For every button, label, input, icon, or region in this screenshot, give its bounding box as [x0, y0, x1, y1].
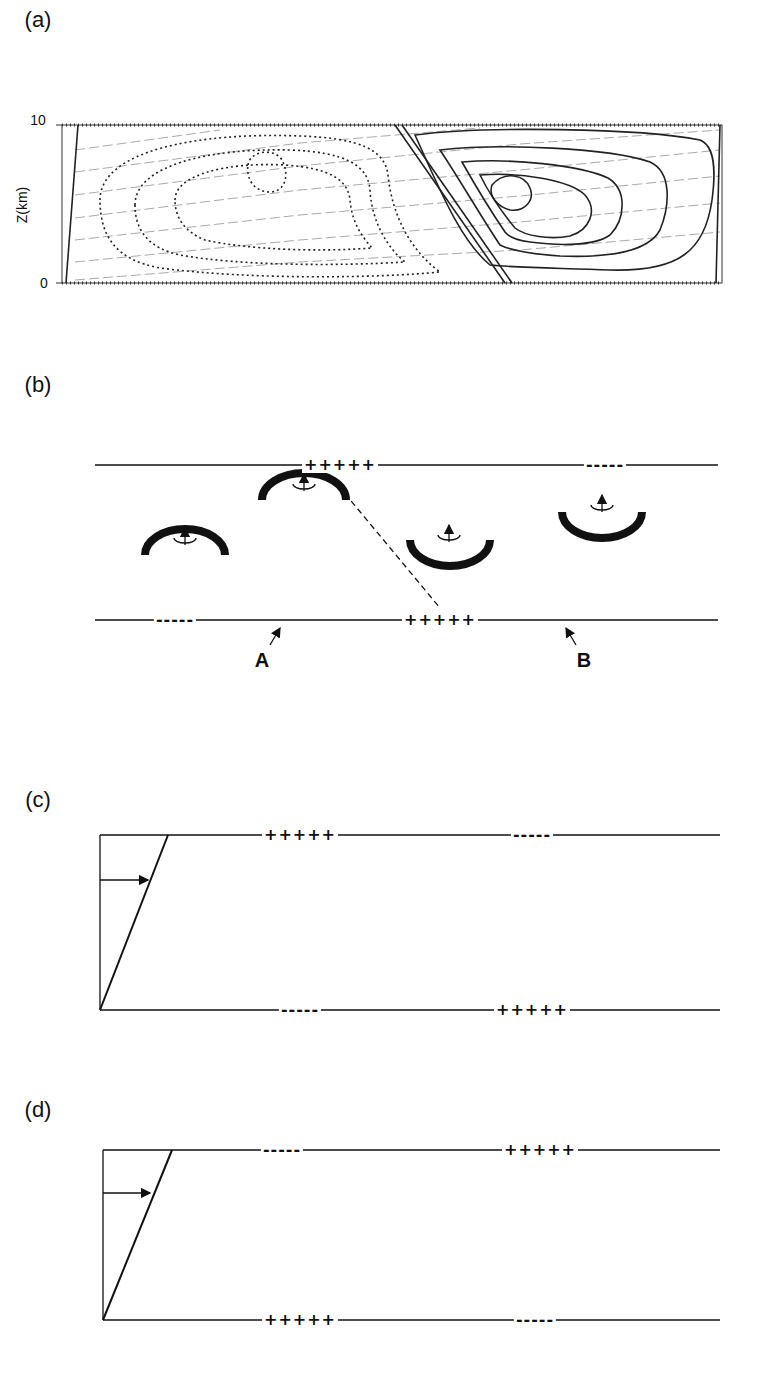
panel-letter: (d) — [25, 1099, 52, 1121]
panel-letter: (c) — [25, 789, 51, 811]
positive-anomaly: +++++ — [262, 827, 338, 843]
point-label: B — [577, 650, 591, 670]
positive-anomaly: +++++ — [494, 1002, 570, 1018]
negative-anomaly: ----- — [514, 1312, 556, 1328]
positive-anomaly: +++++ — [502, 1142, 578, 1158]
negative-anomaly: ----- — [261, 1142, 303, 1158]
shear-panel — [100, 835, 720, 1010]
negative-anomaly: ----- — [584, 457, 626, 473]
positive-anomaly: +++++ — [302, 457, 378, 473]
negative-anomaly: ----- — [511, 827, 553, 843]
positive-anomaly: +++++ — [402, 612, 478, 628]
panel-letter: (a) — [25, 9, 52, 31]
negative-anomaly: ----- — [154, 612, 196, 628]
panel-letter: (b) — [25, 374, 52, 396]
positive-anomaly: +++++ — [262, 1312, 338, 1328]
axis-title: Z(km) — [15, 187, 29, 224]
shear-panel — [103, 1150, 720, 1320]
axis-tick-label: 10 — [30, 113, 46, 127]
schematic-panel — [95, 465, 718, 645]
axis-tick-label: 0 — [40, 276, 48, 290]
cross-section-panel — [56, 125, 722, 283]
point-label: A — [255, 650, 269, 670]
negative-anomaly: ----- — [279, 1002, 321, 1018]
